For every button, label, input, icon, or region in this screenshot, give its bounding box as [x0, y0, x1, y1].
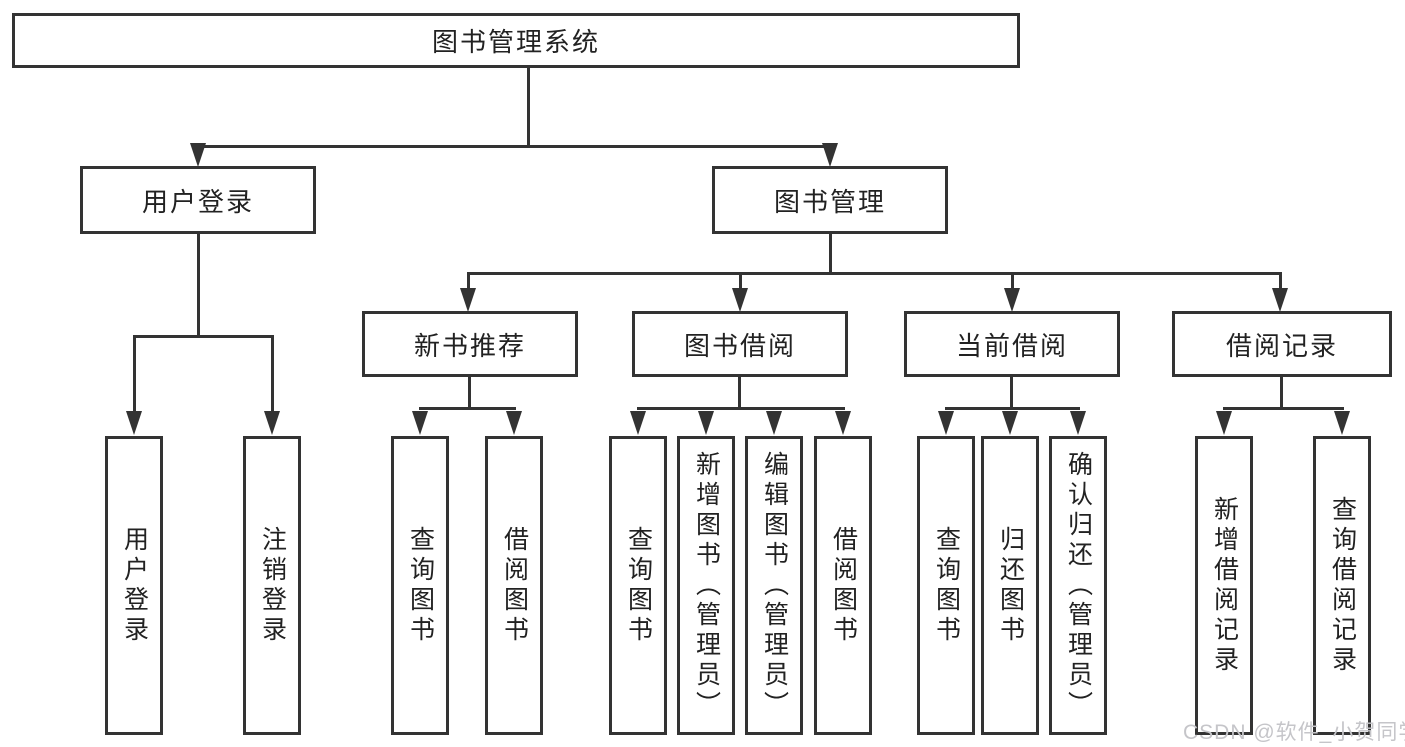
leaf-recommend-borrow-books: 借阅图书 [485, 436, 543, 735]
arrow-down-icon [630, 411, 646, 435]
connector-level1-branch [197, 145, 834, 148]
connector-new-stem [468, 377, 471, 409]
leaf-confirm-return-admin: 确认归还（管理员） [1049, 436, 1107, 735]
leaf-add-book-admin-label: 新增图书（管理员） [692, 450, 721, 721]
node-book-borrow-label: 图书借阅 [683, 330, 796, 361]
leaf-return-book-label: 归还图书 [996, 525, 1025, 646]
watermark-text: CSDN @软件_小贺同学 [1183, 721, 1405, 744]
arrow-down-icon [190, 143, 206, 167]
connector-level2-stub [739, 272, 742, 292]
connector-user-stem [197, 234, 200, 338]
leaf-logout: 注销登录 [243, 436, 301, 735]
node-current-borrow: 当前借阅 [904, 311, 1120, 377]
leaf-borrow-query-books: 查询图书 [609, 436, 667, 735]
arrow-down-icon [1334, 411, 1350, 435]
connector-level2-branch [467, 272, 1282, 275]
connector-current-stem [1010, 377, 1013, 409]
node-book-management: 图书管理 [712, 166, 948, 234]
leaf-user-login: 用户登录 [105, 436, 163, 735]
connector-user-child-stub [271, 335, 274, 415]
arrow-down-icon [460, 288, 476, 312]
node-library-system-label: 图书管理系统 [431, 27, 600, 57]
connector-new-branch [419, 407, 516, 410]
arrow-down-icon [698, 411, 714, 435]
arrow-down-icon [506, 411, 522, 435]
leaf-borrow-query-books-label: 查询图书 [624, 525, 653, 646]
connector-level2-stub [467, 272, 470, 292]
node-current-borrow-label: 当前借阅 [955, 330, 1068, 361]
arrow-down-icon [1070, 411, 1086, 435]
leaf-borrow-borrow-books: 借阅图书 [814, 436, 872, 735]
leaf-query-borrow-record-label: 查询借阅记录 [1328, 495, 1357, 676]
connector-borrow-branch [637, 407, 845, 410]
node-borrow-records-label: 借阅记录 [1225, 330, 1338, 361]
leaf-user-login-label: 用户登录 [120, 525, 149, 646]
connector-book-stem [829, 234, 832, 275]
node-book-management-label: 图书管理 [773, 186, 886, 217]
connector-root-stem [527, 68, 530, 147]
leaf-add-borrow-record-label: 新增借阅记录 [1210, 495, 1239, 676]
leaf-confirm-return-admin-label: 确认归还（管理员） [1064, 450, 1093, 721]
connector-user-child-stub [133, 335, 136, 415]
arrow-down-icon [766, 411, 782, 435]
arrow-down-icon [938, 411, 954, 435]
leaf-return-book: 归还图书 [981, 436, 1039, 735]
arrow-down-icon [822, 143, 838, 167]
leaf-current-query-books: 查询图书 [917, 436, 975, 735]
leaf-add-borrow-record: 新增借阅记录 [1195, 436, 1253, 735]
node-new-book-recommend: 新书推荐 [362, 311, 578, 377]
leaf-edit-book-admin-label: 编辑图书（管理员） [760, 450, 789, 721]
leaf-add-book-admin: 新增图书（管理员） [677, 436, 735, 735]
arrow-down-icon [264, 411, 280, 435]
connector-borrow-stem [738, 377, 741, 409]
arrow-down-icon [1004, 288, 1020, 312]
leaf-current-query-books-label: 查询图书 [932, 525, 961, 646]
arrow-down-icon [1002, 411, 1018, 435]
connector-user-branch [133, 335, 274, 338]
leaf-query-borrow-record: 查询借阅记录 [1313, 436, 1371, 735]
connector-record-branch [1223, 407, 1344, 410]
arrow-down-icon [1216, 411, 1232, 435]
leaf-recommend-query-books-label: 查询图书 [406, 525, 435, 646]
arrow-down-icon [126, 411, 142, 435]
arrow-down-icon [1272, 288, 1288, 312]
connector-level2-stub [1279, 272, 1282, 292]
arrow-down-icon [412, 411, 428, 435]
leaf-recommend-query-books: 查询图书 [391, 436, 449, 735]
arrow-down-icon [732, 288, 748, 312]
node-library-system: 图书管理系统 [12, 13, 1020, 68]
connector-current-branch [945, 407, 1080, 410]
leaf-borrow-borrow-books-label: 借阅图书 [829, 525, 858, 646]
node-borrow-records: 借阅记录 [1172, 311, 1392, 377]
leaf-recommend-borrow-books-label: 借阅图书 [500, 525, 529, 646]
node-new-book-recommend-label: 新书推荐 [413, 330, 526, 361]
arrow-down-icon [835, 411, 851, 435]
node-user-login: 用户登录 [80, 166, 316, 234]
node-book-borrow: 图书借阅 [632, 311, 848, 377]
connector-record-stem [1280, 377, 1283, 409]
connector-level2-stub [1011, 272, 1014, 292]
leaf-edit-book-admin: 编辑图书（管理员） [745, 436, 803, 735]
leaf-logout-label: 注销登录 [258, 525, 287, 646]
node-user-login-label: 用户登录 [141, 186, 254, 217]
